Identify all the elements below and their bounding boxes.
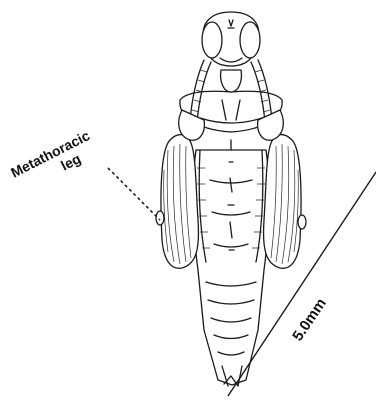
right-wing-pad bbox=[264, 135, 306, 269]
left-wing-pad bbox=[156, 135, 198, 269]
leg-label-line1: Metathoracic bbox=[8, 127, 92, 181]
leg-leader-line bbox=[108, 168, 160, 220]
head bbox=[202, 12, 260, 92]
scale-label: 5.0mm bbox=[289, 295, 330, 344]
